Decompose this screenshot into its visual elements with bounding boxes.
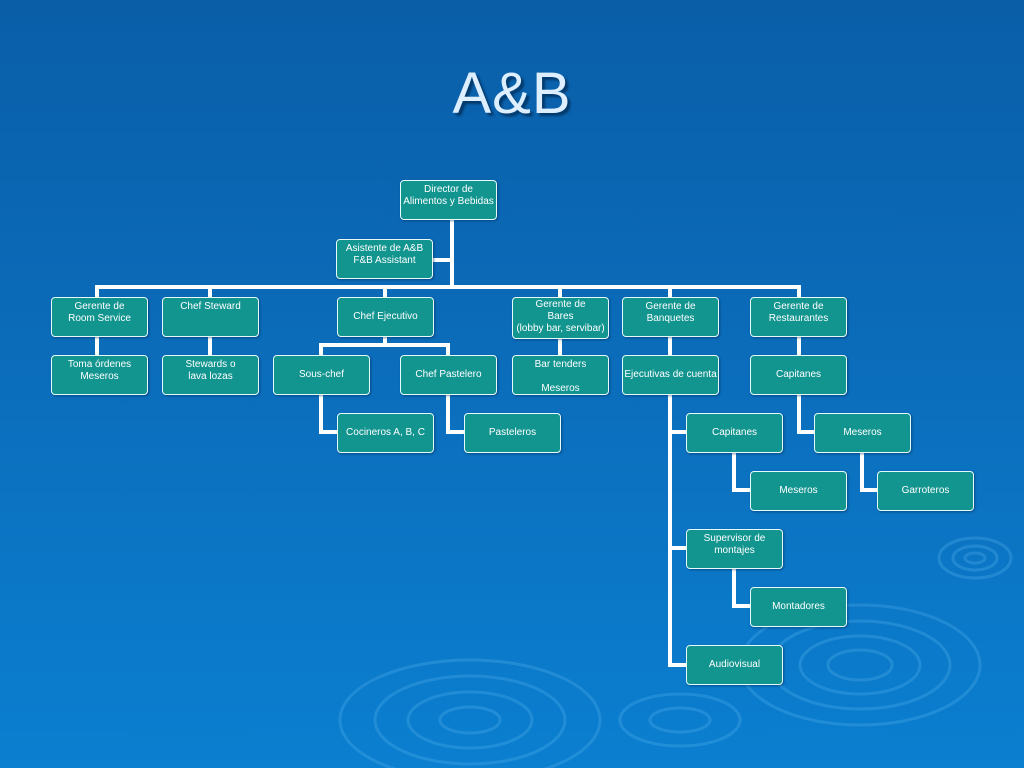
slide-title: A&B xyxy=(452,61,572,126)
box-label: Meseros xyxy=(80,371,119,382)
pasteleros-box: Pasteleros xyxy=(464,413,561,453)
box-label: Cocineros A, B, C xyxy=(346,427,425,438)
banquet-waiters-box: Meseros xyxy=(750,471,847,511)
box-label: F&B Assistant xyxy=(353,255,416,266)
banquet-captains-box: Capitanes xyxy=(686,413,783,453)
banquets-manager-box: Gerente de Banquetes xyxy=(622,297,719,337)
box-label: Audiovisual xyxy=(708,659,761,670)
cocineros-box: Cocineros A, B, C xyxy=(337,413,434,453)
box-label: Ejecutivas de cuenta xyxy=(624,369,717,380)
stewards-box: Stewards o lava lozas xyxy=(162,355,259,395)
montage-supervisor-box: Supervisor de montajes xyxy=(686,529,783,569)
restaurant-waiters-box: Meseros xyxy=(814,413,911,453)
box-label xyxy=(513,371,608,383)
box-label: Chef Pastelero xyxy=(415,369,482,380)
restaurants-manager-box: Gerente de Restaurantes xyxy=(750,297,847,337)
box-label: Sous-chef xyxy=(298,369,345,380)
box-label: Gerente de xyxy=(74,301,125,312)
box-label: Garroteros xyxy=(901,485,950,496)
box-label: montajes xyxy=(714,545,755,556)
box-label: lava lozas xyxy=(188,371,233,382)
box-label: Gerente de xyxy=(535,299,586,310)
audiovisual-box: Audiovisual xyxy=(686,645,783,685)
box-label: Pasteleros xyxy=(488,427,537,438)
box-label: Bares xyxy=(547,311,574,322)
director-box: Director de Alimentos y Bebidas xyxy=(400,180,497,220)
bars-manager-box: Gerente de Bares (lobby bar, servibar) xyxy=(512,297,609,339)
sous-chef-box: Sous-chef xyxy=(273,355,370,395)
box-label: Banquetes xyxy=(646,313,695,324)
box-label: Capitanes xyxy=(711,427,758,438)
box-label: Stewards o xyxy=(185,359,236,370)
box-label: Montadores xyxy=(772,601,825,612)
box-label: Chef Ejecutivo xyxy=(353,311,418,322)
box-label: Room Service xyxy=(68,313,131,324)
bars-staff-box: Bar tenders Meseros xyxy=(512,355,609,395)
box-label: Gerente de xyxy=(773,301,824,312)
account-execs-box: Ejecutivas de cuenta xyxy=(622,355,719,395)
montadores-box: Montadores xyxy=(750,587,847,627)
box-label: Director de xyxy=(424,184,473,195)
box-label: Alimentos y Bebidas xyxy=(403,196,494,207)
box-label: Bar tenders xyxy=(534,359,587,370)
room-service-manager-box: Gerente de Room Service xyxy=(51,297,148,337)
assistant-box: Asistente de A&B F&B Assistant xyxy=(336,239,433,279)
chef-steward-box: Chef Steward xyxy=(162,297,259,337)
box-label: Meseros xyxy=(779,485,818,496)
garroteros-box: Garroteros xyxy=(877,471,974,511)
box-label: Meseros xyxy=(541,383,580,394)
box-label: Gerente de xyxy=(645,301,696,312)
room-service-staff-box: Toma órdenes Meseros xyxy=(51,355,148,395)
box-label: Toma órdenes xyxy=(67,359,132,370)
chef-ejecutivo-box: Chef Ejecutivo xyxy=(337,297,434,337)
box-label: Capitanes xyxy=(775,369,822,380)
box-label: Restaurantes xyxy=(768,313,829,324)
box-label: (lobby bar, servibar) xyxy=(516,323,605,334)
box-label: Chef Steward xyxy=(180,301,241,312)
restaurant-captains-box: Capitanes xyxy=(750,355,847,395)
box-label: Supervisor de xyxy=(703,533,766,544)
chef-pastelero-box: Chef Pastelero xyxy=(400,355,497,395)
box-label: Asistente de A&B xyxy=(345,243,424,254)
box-label: Meseros xyxy=(843,427,882,438)
